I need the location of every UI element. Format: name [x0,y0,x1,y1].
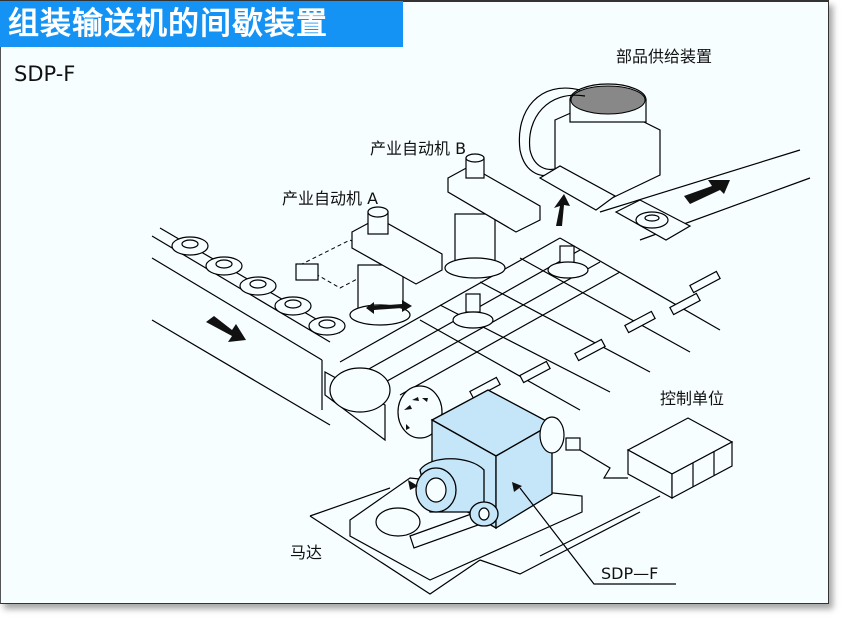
leader-line [519,487,676,585]
output-arrow-icon [684,180,730,204]
flow-arrow-icon [206,316,246,342]
page-title: 组装输送机的间歇装置 [8,6,328,42]
label-robot-a: 产业自动机 A [282,189,379,208]
label-indexer: SDP—F [601,564,659,583]
parts-feeder [518,83,692,241]
label-parts-feeder: 部品供给装置 [616,47,713,66]
workpiece [205,256,243,276]
workpieces [171,236,346,336]
motor [375,458,499,549]
index-drum [324,367,443,442]
control-unit [565,417,734,500]
robot-a [295,206,443,326]
base-outline [309,487,661,595]
model-name: SDP-F [14,62,76,86]
robot-b [444,153,589,329]
label-motor: 马达 [290,543,323,562]
workpiece [308,316,346,336]
top-border [0,0,829,2]
workpiece [171,236,209,256]
title-bar: 组装输送机的间歇装置 [0,1,403,47]
workpiece [274,296,312,316]
label-control-unit: 控制单位 [660,389,725,408]
label-robot-b: 产业自动机 B [370,139,467,158]
workpiece [239,276,277,296]
